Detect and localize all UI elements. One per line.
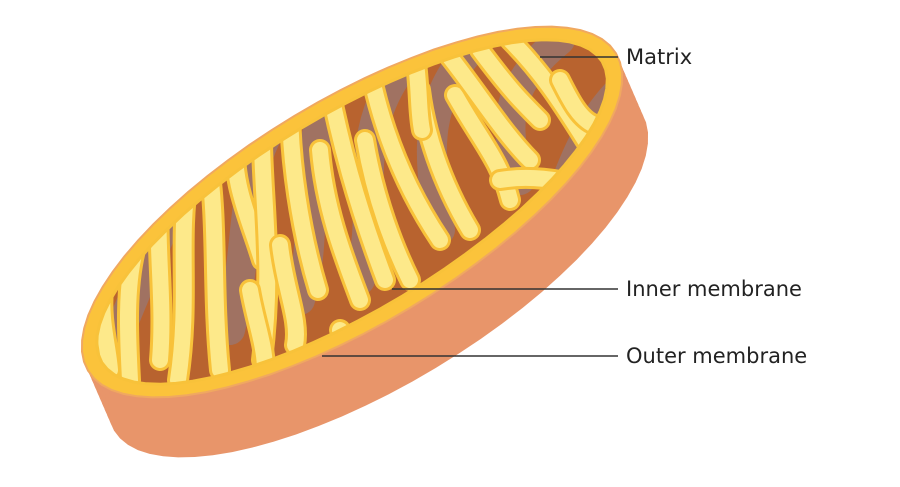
crista [552, 72, 603, 133]
crista [312, 142, 368, 308]
label-outer-membrane: Outer membrane [322, 344, 807, 368]
label-inner-membrane: Inner membrane [392, 277, 802, 301]
inner-membrane-edge [95, 38, 609, 386]
outer-membrane-label: Outer membrane [626, 344, 807, 368]
matrix-label: Matrix [626, 45, 692, 69]
crista [472, 42, 548, 128]
inner-membrane-label: Inner membrane [626, 277, 802, 301]
crista [272, 237, 304, 353]
crista [502, 39, 593, 148]
crista [357, 132, 418, 288]
label-matrix: Matrix [540, 45, 692, 69]
